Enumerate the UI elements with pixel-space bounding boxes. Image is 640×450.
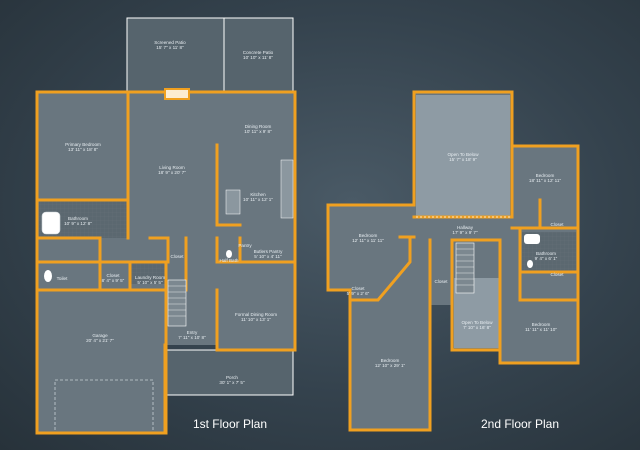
kitchen-island	[225, 189, 241, 215]
room-label: Open To Below	[461, 320, 493, 325]
room-label: Closet	[434, 279, 448, 284]
second-floor-walls	[326, 90, 580, 432]
room-dims: 15' 7" x 18' 9"	[449, 157, 477, 162]
room-dims: 11' 10" x 13' 1"	[241, 317, 271, 322]
room-label: Entry	[187, 330, 198, 335]
room-dims: 12' 10" x 29' 1"	[375, 363, 406, 368]
stairs-upper	[455, 242, 475, 294]
room-label: Bathroom	[536, 251, 556, 256]
room-dims: 9' 4" x 6' 1"	[535, 256, 558, 261]
room-label: Closet	[550, 272, 564, 277]
room-dims: 18' 11" x 12' 11"	[529, 178, 562, 183]
fireplace-hearth	[166, 90, 188, 98]
room-label: Closet	[106, 273, 120, 278]
open-to-below-upper	[416, 95, 510, 217]
first-floor-walls	[35, 90, 297, 435]
bathtub	[41, 211, 61, 235]
room-dims: 10' 11" x 9' 8"	[244, 129, 272, 134]
second-floor-plan: Open To Below 15' 7" x 18' 9" Bedroom 18…	[326, 90, 580, 432]
stairs	[167, 279, 187, 327]
room-dims: 12' 11" x 11' 11"	[352, 238, 384, 243]
room-label: Closet	[351, 286, 365, 291]
porch-area	[164, 349, 294, 396]
room-dims: 10' 9" x 12' 8"	[64, 221, 92, 226]
room-label: Kitchen	[250, 192, 266, 197]
room-label: Open To Below	[447, 152, 479, 157]
half-bath-toilet	[226, 250, 232, 258]
room-label: Concrete Patio	[243, 50, 274, 55]
room-dims: 5' 9" x 2' 6"	[347, 291, 370, 296]
room-dims: 13' 11" x 18' 8"	[68, 147, 98, 152]
room-dims: 20' 4" x 21' 7"	[86, 338, 114, 343]
stair-treads	[168, 285, 186, 317]
second-floor-labels: Open To Below 15' 7" x 18' 9" Bedroom 18…	[347, 152, 565, 368]
first-floor-plan: Screened Patio 15' 7" x 11' 8" Concrete …	[35, 17, 297, 435]
toilet-fixture	[44, 270, 52, 282]
room-label: Pantry	[238, 243, 252, 248]
room-dims: 7' 11" x 10' 8"	[178, 335, 206, 340]
room-label: Bedroom	[536, 173, 555, 178]
first-floor-labels: Screened Patio 15' 7" x 11' 8" Concrete …	[57, 40, 283, 385]
room-label: Dining Room	[245, 124, 272, 129]
room-label: Half Bath	[220, 258, 239, 263]
room-dims: 11' 11" x 11' 10"	[525, 327, 557, 332]
room-dims: 8' 4" x 9' 5"	[102, 278, 125, 283]
room-dims: 7' 10" x 16' 8"	[463, 325, 491, 330]
room-label: Bedroom	[532, 322, 551, 327]
room-dims: 10' 10" x 11' 8"	[243, 55, 273, 60]
laundry-floor	[130, 262, 166, 284]
room-label: Primary Bedroom	[65, 142, 101, 147]
room-dims: 17' 9" x 9' 7"	[452, 230, 478, 235]
room-dims: 5' 10" x 4' 11"	[254, 254, 282, 259]
room-label: Bathroom	[68, 216, 88, 221]
room-label: Closet	[550, 222, 564, 227]
room-dims: 5' 10" x 5' 5"	[137, 280, 163, 285]
first-floor-title: 1st Floor Plan	[193, 417, 267, 431]
room-label: Bedroom	[381, 358, 400, 363]
bathtub-2	[524, 234, 540, 244]
room-label: Butlers Pantry	[254, 249, 284, 254]
room-label: Screened Patio	[154, 40, 186, 45]
room-label: Toilet	[57, 276, 68, 281]
room-label: Formal Dining Room	[235, 312, 277, 317]
room-label: Closet	[170, 254, 184, 259]
screened-patio-area	[126, 17, 225, 93]
room-label: Living Room	[159, 165, 185, 170]
room-label: Porch	[226, 375, 238, 380]
room-dims: 15' 7" x 11' 8"	[156, 45, 184, 50]
stair-treads-upper	[456, 248, 474, 286]
room-label: Bedroom	[359, 233, 378, 238]
room-label: Laundry Room	[135, 275, 165, 280]
room-dims: 10' 11" x 12' 1"	[243, 197, 273, 202]
room-dims: 18' 9" x 20' 7"	[158, 170, 186, 175]
kitchen-counter	[280, 159, 294, 219]
second-floor-title: 2nd Floor Plan	[481, 417, 559, 431]
room-dims: 30' 1" x 7' 5"	[219, 380, 245, 385]
concrete-patio-area	[223, 17, 294, 93]
room-label: Hallway	[457, 225, 474, 230]
room-label: Garage	[92, 333, 108, 338]
toilet-2	[527, 260, 533, 268]
